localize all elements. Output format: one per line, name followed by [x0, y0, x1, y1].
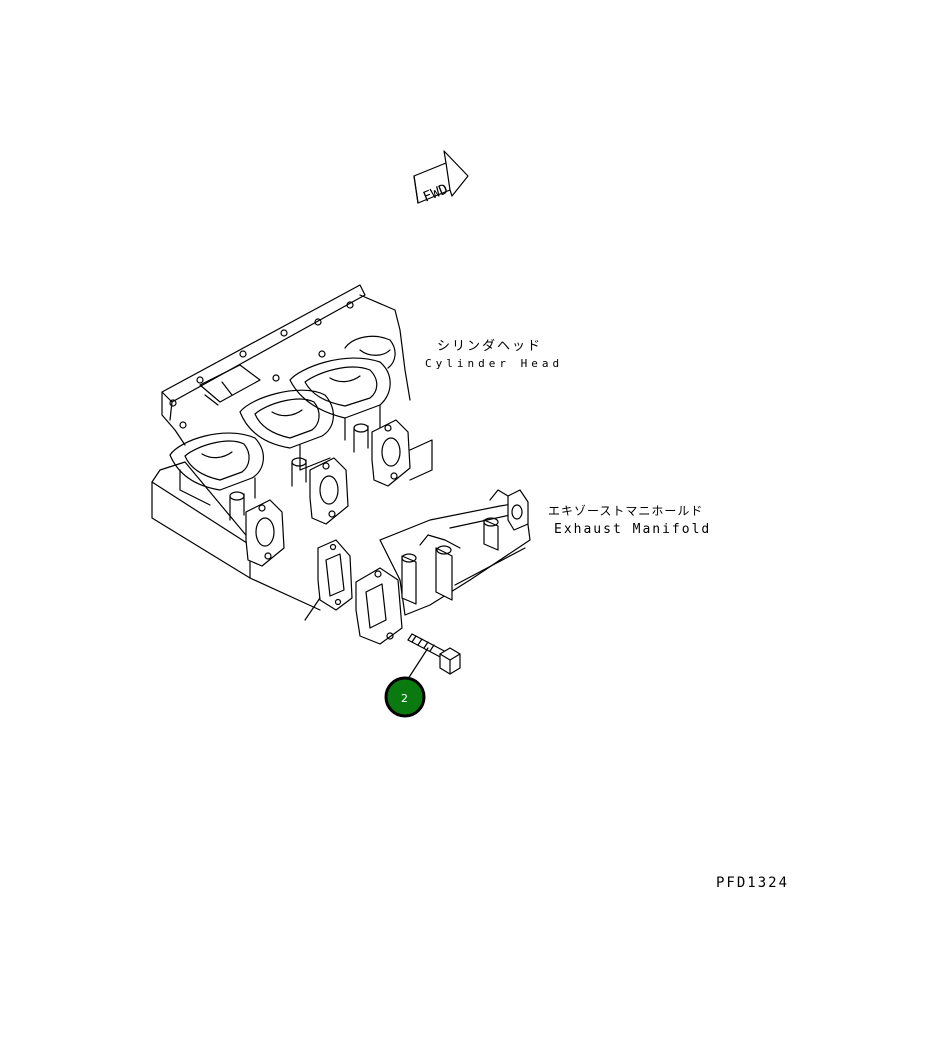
exhaust-manifold-label-jp: エキゾーストマニホールド: [548, 504, 704, 518]
bolt: [407, 633, 461, 675]
exhaust-manifold: [355, 489, 531, 645]
fwd-arrow-icon: FWD: [413, 150, 469, 206]
exhaust-gasket: [304, 539, 353, 621]
cylinder-head: [151, 284, 433, 611]
callout-2-number: 2: [401, 692, 408, 705]
drawing-code: PFD1324: [716, 875, 790, 891]
cylinder-head-label-en: Cylinder Head: [425, 357, 564, 370]
exhaust-manifold-label-en: Exhaust Manifold: [554, 522, 712, 537]
cylinder-head-label-jp: シリンダヘッド: [437, 339, 543, 354]
callout-2[interactable]: 2: [384, 676, 426, 718]
callout-2-leader: [405, 647, 429, 683]
